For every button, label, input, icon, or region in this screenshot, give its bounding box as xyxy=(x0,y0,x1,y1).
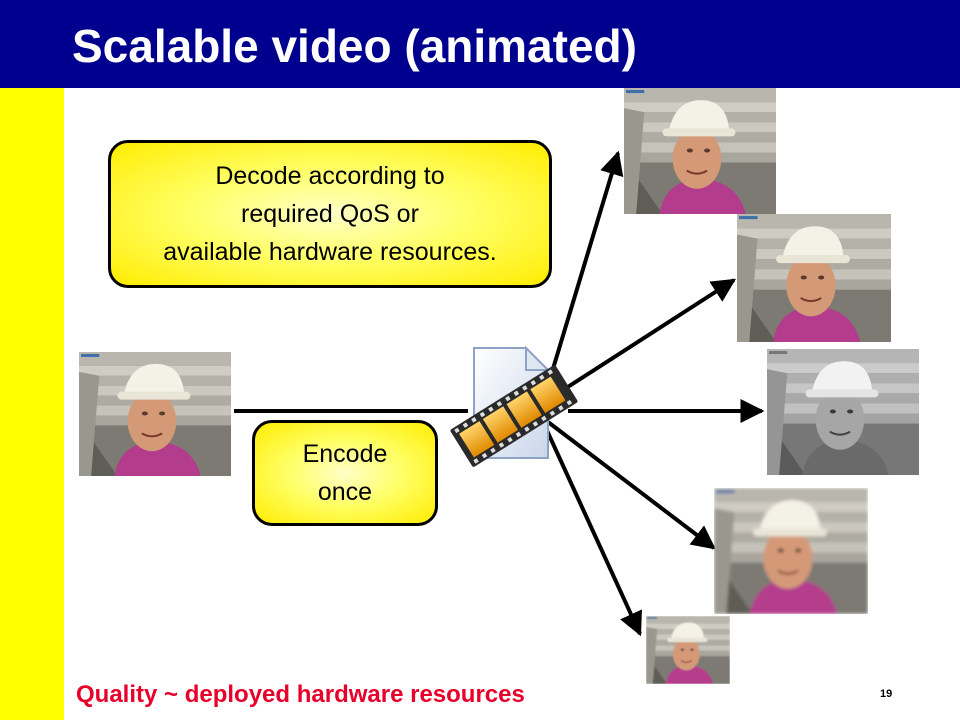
arrow-to-output-5 xyxy=(542,423,642,637)
arrow-to-output-2 xyxy=(558,278,737,394)
output-video-frame-2 xyxy=(737,214,891,342)
decode-line-2: required QoS or xyxy=(241,200,419,228)
output-video-frame-blurred xyxy=(714,488,868,614)
source-video-frame xyxy=(79,352,231,476)
arrow-to-output-1 xyxy=(541,150,624,403)
slide-title: Scalable video (animated) xyxy=(72,20,637,72)
video-file-filmstrip-icon xyxy=(450,345,578,467)
arrow-to-output-4 xyxy=(546,420,716,550)
encode-callout: Encode once xyxy=(252,420,438,526)
footer-caption: Quality ~ deployed hardware resources xyxy=(76,681,525,708)
title-bar xyxy=(0,0,960,88)
output-video-frame-small xyxy=(646,616,730,684)
output-video-frame-grayscale xyxy=(767,349,919,475)
encode-line-2: once xyxy=(317,478,373,506)
decode-line-1: Decode according to xyxy=(215,162,445,190)
decode-line-3: available hardware resources. xyxy=(163,238,497,266)
page-number: 19 xyxy=(880,688,893,700)
output-video-frame-1 xyxy=(624,88,776,214)
encode-line-1: Encode xyxy=(302,440,388,468)
decode-callout: Decode according to required QoS or avai… xyxy=(108,140,552,288)
side-bar xyxy=(0,88,64,720)
